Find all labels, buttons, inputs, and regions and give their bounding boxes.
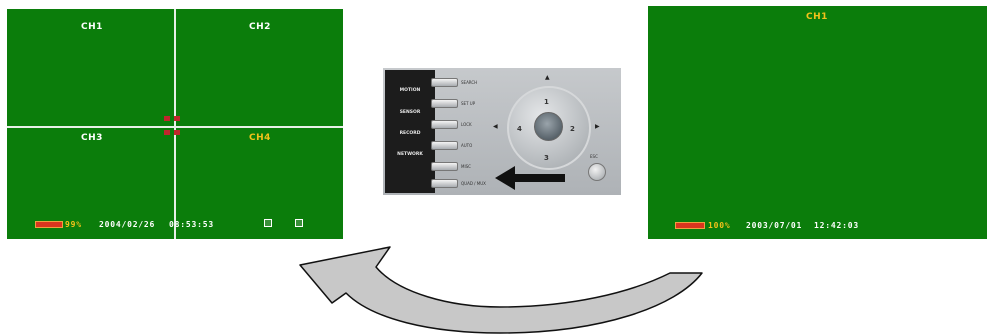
record-indicator-icon [174, 130, 180, 135]
time-display: 08:53:53 [169, 220, 214, 229]
up-arrow-icon: ▲ [545, 74, 550, 81]
dial-number-1: 1 [544, 98, 549, 106]
right-arrow-icon: ▶ [595, 123, 600, 130]
quad-view-screen: CH1 CH2 CH3 CH4 99% 2004/02/26 08:53:53 [7, 9, 343, 239]
quad-mux-key[interactable] [431, 179, 458, 188]
record-indicator-icon [164, 116, 170, 121]
search-key[interactable] [431, 78, 458, 87]
dial-number-3: 3 [544, 154, 549, 162]
direction-dial[interactable] [507, 86, 591, 170]
settings-icon [295, 219, 303, 227]
esc-button[interactable] [588, 163, 606, 181]
setup-key[interactable] [431, 99, 458, 108]
disk-icon [264, 219, 272, 227]
channel-label-ch3: CH3 [81, 133, 103, 143]
misc-key-label: MISC [461, 164, 471, 169]
lock-key-label: LOCK [461, 122, 472, 127]
channel-label-ch1: CH1 [81, 22, 103, 32]
esc-key-label: ESC [590, 154, 598, 159]
mode-label-motion: MOTION [399, 88, 421, 93]
cycle-arrow-icon [299, 246, 703, 334]
date-display: 2004/02/26 [99, 220, 156, 229]
time-display: 12:42:03 [814, 221, 859, 230]
left-arrow-icon: ◀ [493, 123, 498, 130]
mode-label-record: RECORD [399, 131, 421, 136]
quad-mux-key-label: QUAD / MUX [461, 181, 486, 186]
lock-key[interactable] [431, 120, 458, 129]
dial-center-button[interactable] [534, 112, 563, 141]
setup-key-label: SET UP [461, 101, 476, 106]
channel-label-ch1-full: CH1 [806, 12, 828, 22]
channel-label-ch2: CH2 [249, 22, 271, 32]
pointer-arrow-icon [495, 166, 565, 190]
record-indicator-icon [174, 116, 180, 121]
auto-key-label: AUTO [461, 143, 473, 148]
battery-bar-icon [35, 221, 63, 228]
single-view-screen: CH1 100% 2003/07/01 12:42:03 [648, 6, 987, 239]
date-display: 2003/07/01 [746, 221, 803, 230]
dvr-control-panel: MOTION SENSOR RECORD NETWORK SEARCH SET … [383, 68, 621, 195]
record-indicator-icon [164, 130, 170, 135]
channel-label-ch4: CH4 [249, 133, 271, 143]
mode-label-network: NETWORK [397, 152, 423, 157]
dial-number-2: 2 [570, 125, 575, 133]
dial-number-4: 4 [517, 125, 522, 133]
mode-indicator-strip: MOTION SENSOR RECORD NETWORK [385, 70, 435, 193]
battery-percent: 99% [65, 220, 82, 229]
battery-bar-icon [675, 222, 705, 229]
auto-key[interactable] [431, 141, 458, 150]
quad-divider-vertical [174, 9, 176, 239]
battery-percent: 100% [708, 221, 731, 230]
search-key-label: SEARCH [461, 80, 478, 85]
mode-label-sensor: SENSOR [399, 110, 421, 115]
quad-divider-horizontal [7, 126, 343, 128]
misc-key[interactable] [431, 162, 458, 171]
